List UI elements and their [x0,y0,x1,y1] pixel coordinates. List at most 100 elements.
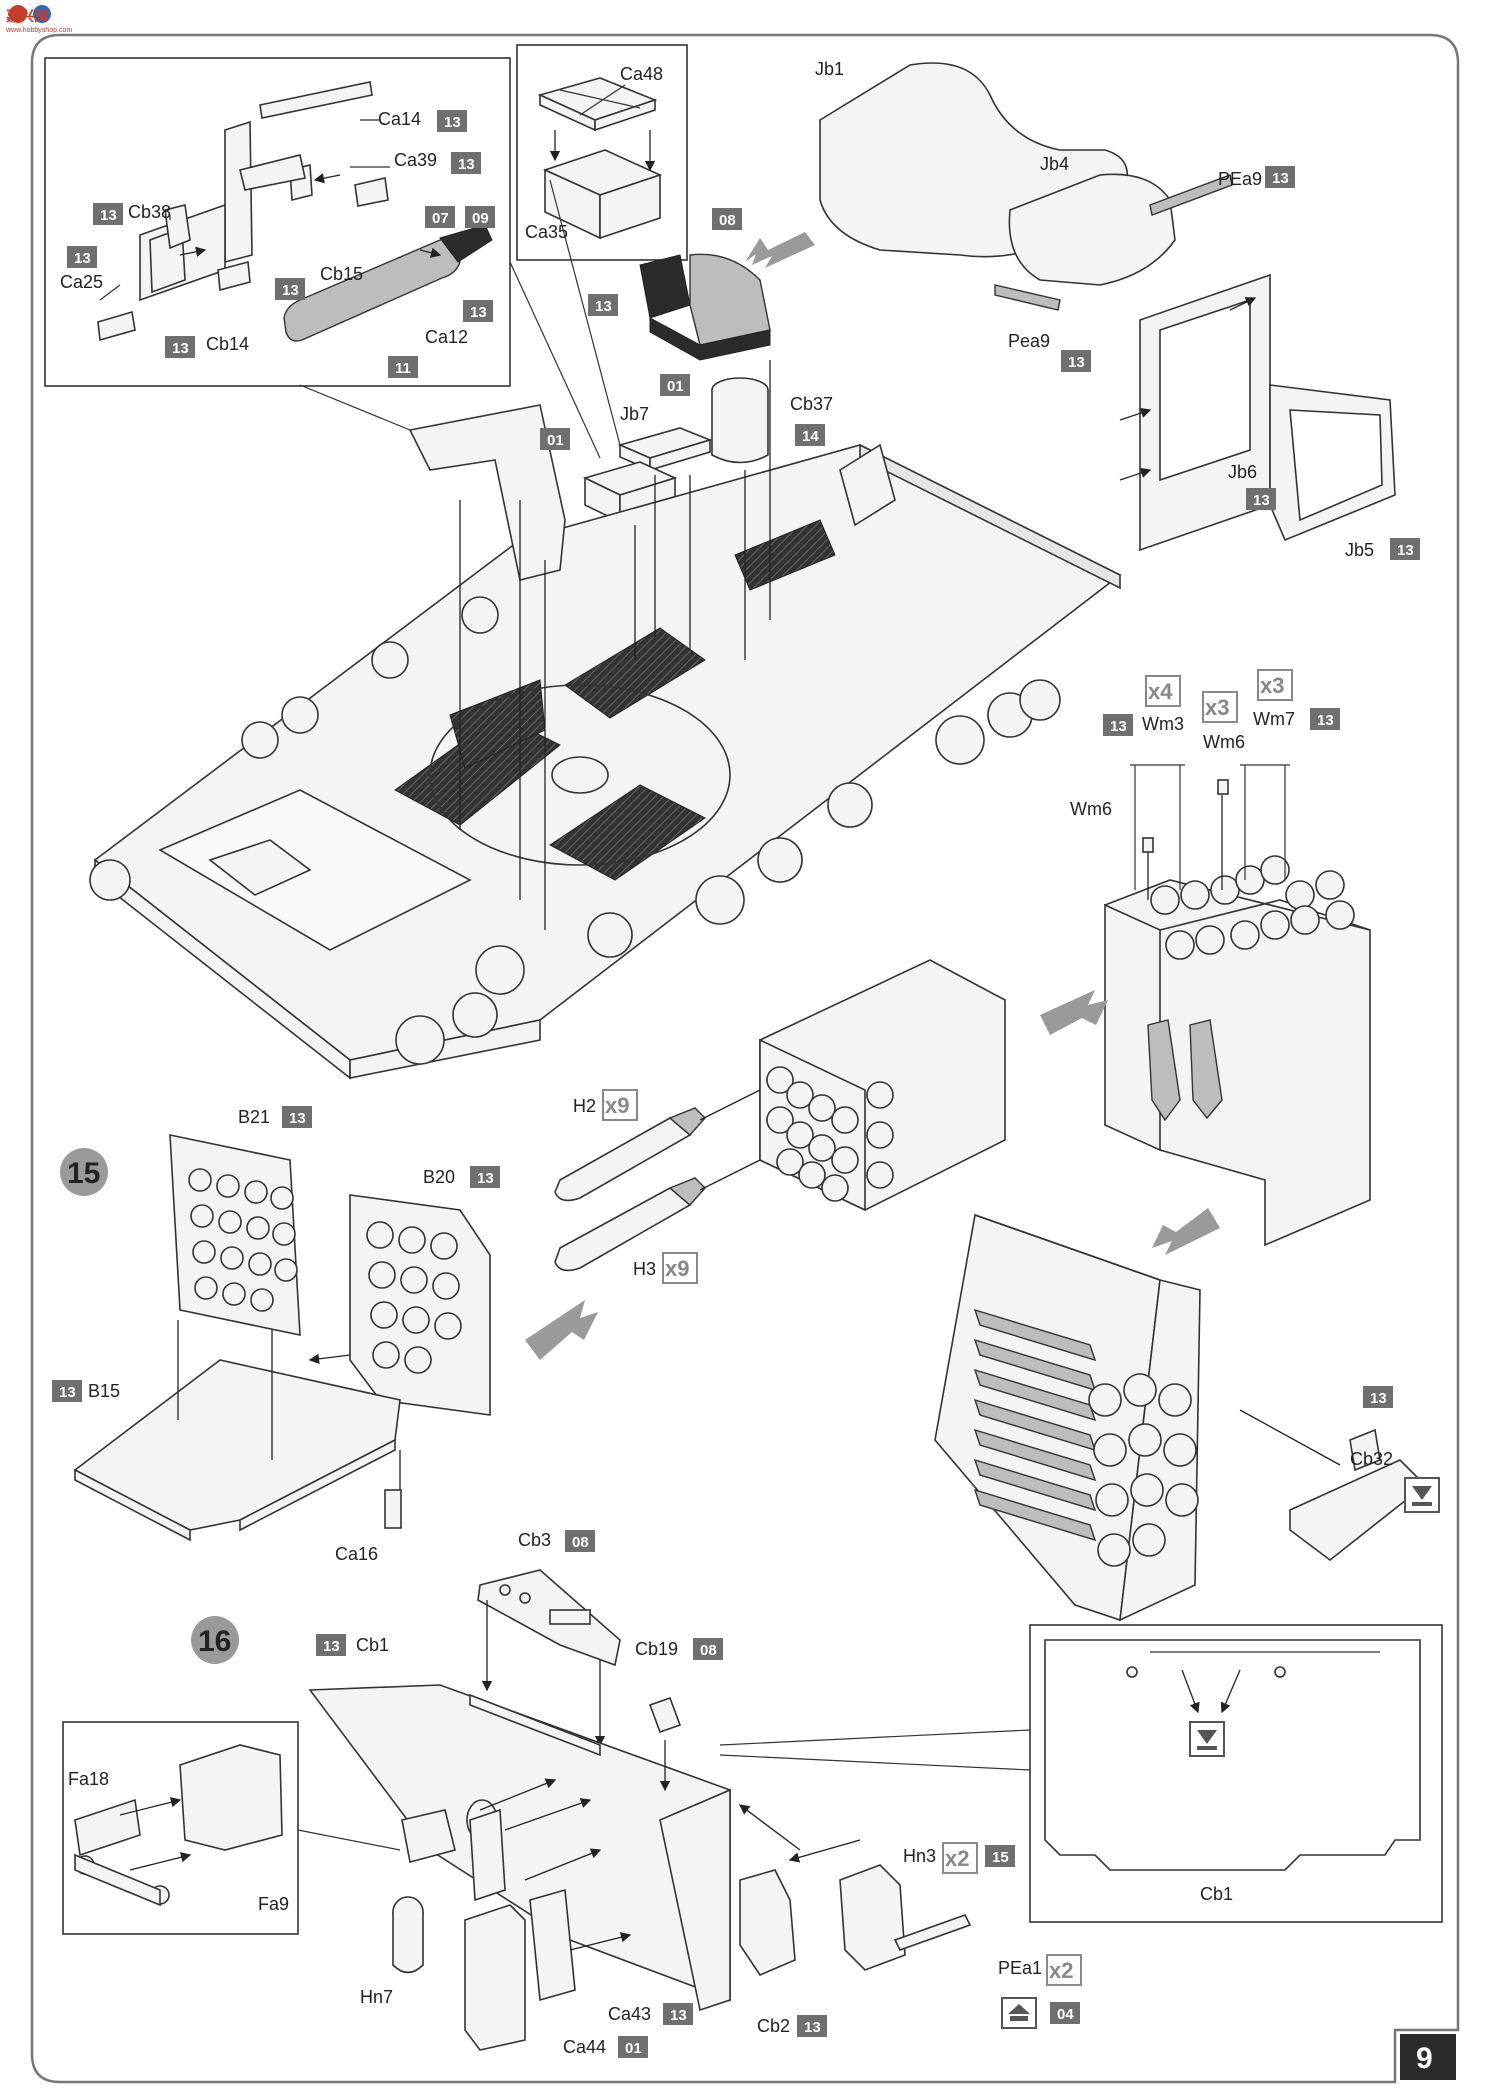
wm-handles [1130,764,1290,900]
badge-cb19: 08 [700,1642,717,1659]
label-cb32: Cb32 [1350,1449,1393,1469]
mult-hn3: x2 [945,1846,969,1871]
label-cb19: Cb19 [635,1639,678,1659]
hull-assembly-guides [299,179,771,930]
assembly-arrow-15 [525,1300,598,1360]
badge-cb37: 14 [802,428,819,445]
assembly-arrow-rack [1040,990,1108,1035]
mult-h2: x9 [605,1093,629,1118]
label-b15: B15 [88,1381,120,1401]
badge-seat: 08 [719,212,736,229]
rack-panel-b20 [349,1194,491,1416]
badge-b20: 13 [477,1170,494,1187]
page-number-box: 9 [1400,2034,1456,2080]
label-jb5: Jb5 [1345,540,1374,560]
ammo-rack-leaders [99,119,442,301]
badge-seat-part: 13 [595,298,612,315]
mult-wm3: x4 [1148,679,1173,704]
label-hn3: Hn3 [903,1846,936,1866]
label-cb14: Cb14 [206,334,249,354]
assembly-arrow-seat [745,232,815,268]
commander-seat [639,253,771,361]
badge-ammo-a: 07 [432,210,449,227]
label-cb3: Cb3 [518,1530,551,1550]
cb1-inset-leader [719,1729,1031,1746]
label-wm3: Wm3 [1142,714,1184,734]
badge-cb32: 13 [1370,1390,1387,1407]
badge-cb3: 08 [572,1534,589,1551]
badge-cb14: 13 [172,340,189,357]
cb19-block [648,1696,682,1792]
label-ca12: Ca12 [425,327,468,347]
label-ca25: Ca25 [60,272,103,292]
label-cb1: Cb1 [356,1635,389,1655]
badge-wm7: 13 [1317,712,1334,729]
badge-ca44: 01 [625,2040,642,2057]
fa-subassembly [74,1744,283,1907]
badge-cb15: 13 [282,282,299,299]
label-ca39: Ca39 [394,150,437,170]
badge-ca25: 13 [74,250,91,267]
cb3-panel [477,1569,621,1747]
badge-box01: 01 [547,432,564,449]
badge-b15: 13 [59,1384,76,1401]
logo-text: 嘉兴网 [5,8,48,24]
label-jb1: Jb1 [815,59,844,79]
label-b20: B20 [423,1167,455,1187]
label-pea1: PEa1 [998,1958,1042,1978]
label-hn7: Hn7 [360,1987,393,2007]
publisher-logo: 嘉兴网 www.hobbyshop.com [5,5,72,34]
badge-ca12: 13 [470,304,487,321]
step-15-number: 15 [67,1157,100,1190]
sprue-badges: 13 13 13 13 07 09 13 13 11 13 08 13 01 1… [52,110,1420,2058]
label-cb1-inset: Cb1 [1200,1884,1233,1904]
cb1-detail [1044,1639,1421,1871]
label-ca48: Ca48 [620,64,663,84]
ammo-rack-loading [759,959,1006,1212]
label-wm6-a: Wm6 [1203,732,1245,752]
page-number: 9 [1416,2042,1433,2075]
rack-floor-b15 [73,1320,402,1542]
label-cb38: Cb38 [128,202,171,222]
badge-shell: 11 [395,360,411,377]
label-ca35: Ca35 [525,222,568,242]
badge-cb1: 13 [323,1638,340,1655]
quantity-multipliers: x4 x3 x3 x9 x9 x2 x2 [602,669,1293,1986]
badge-pea9-lower: 13 [1068,354,1085,371]
step-15-badge: 15 [60,1148,108,1196]
label-pea9-lower: Pea9 [1008,331,1050,351]
badge-jb5: 13 [1397,542,1414,559]
badge-ca43: 13 [670,2007,687,2024]
shell-h2 [554,1089,761,1202]
label-fa18: Fa18 [68,1769,109,1789]
cb1-inset-leader-2 [719,1754,1031,1771]
ammo-rack-assembled [1104,855,1371,1247]
badge-ca39: 13 [458,156,475,173]
label-b21: B21 [238,1107,270,1127]
fa-inset-leader [297,1829,401,1851]
mult-wm7: x3 [1260,673,1284,698]
badge-wm3: 13 [1110,718,1127,735]
label-fa9: Fa9 [258,1894,289,1914]
detail-callout-icon-1 [1404,1477,1440,1513]
labels: Ca14 Ca39 Cb38 Ca25 Cb15 Ca12 Cb14 Ca48 … [60,59,1393,2057]
assembly-arrow-final [1152,1208,1220,1255]
badge-ammo-b: 09 [472,210,489,227]
label-ca16: Ca16 [335,1544,378,1564]
badge-cb38: 13 [100,207,117,224]
label-cb37: Cb37 [790,394,833,414]
label-ca44: Ca44 [563,2037,606,2057]
step-16-badge: 16 [191,1616,239,1664]
label-h2: H2 [573,1096,596,1116]
storage-box-subassembly [537,77,663,240]
label-h3: H3 [633,1259,656,1279]
ammo-rack-subassembly [97,81,493,342]
mult-wm6: x3 [1205,695,1229,720]
page-frame [30,33,1460,2084]
shell-h3 [554,1159,761,1272]
logo-subtext: www.hobbyshop.com [5,27,72,34]
equipment-16 [392,1778,972,2051]
badge-pea9-upper: 13 [1272,170,1289,187]
interior-boxes [582,377,769,524]
